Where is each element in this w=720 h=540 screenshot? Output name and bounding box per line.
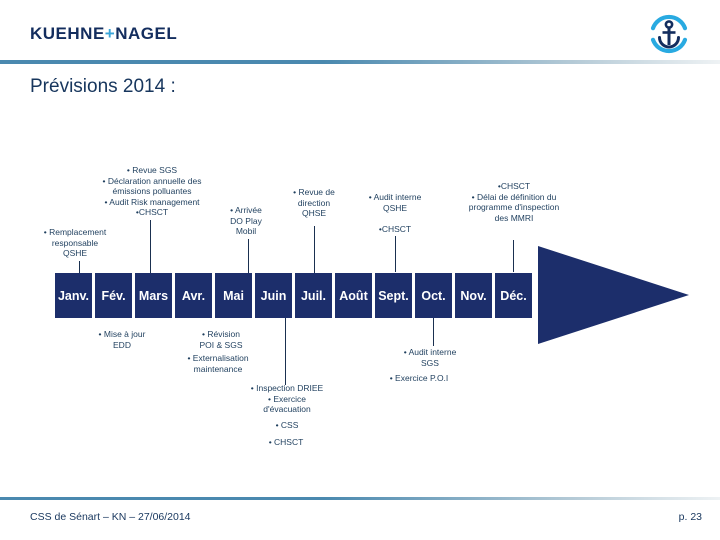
- month-aout: Août: [335, 273, 372, 318]
- connector-line: [150, 220, 151, 273]
- header-divider: [0, 60, 720, 64]
- connector-line: [395, 236, 396, 272]
- connector-line: [248, 239, 249, 273]
- month-juin: Juin: [255, 273, 292, 318]
- month-mai: Mai: [215, 273, 252, 318]
- event-chsct-mmri: •CHSCT • Délai de définition du programm…: [468, 181, 560, 223]
- footer-divider: [0, 497, 720, 500]
- event-chsct-below: • CHSCT: [268, 437, 304, 447]
- event-revue-sgs-list: • Revue SGS • Déclaration annuelle des é…: [102, 165, 202, 217]
- month-mars: Mars: [135, 273, 172, 318]
- footer-caption: CSS de Sénart – KN – 27/06/2014: [30, 511, 191, 523]
- connector-line: [285, 318, 286, 385]
- event-exercice-poi: • Exercice P.O.I: [389, 373, 449, 383]
- event-audit-interne-sgs: • Audit interne SGS: [403, 347, 457, 368]
- logo-kuehne: KUEHNE: [30, 24, 105, 43]
- slide-title: Prévisions 2014 :: [30, 76, 176, 97]
- month-nov: Nov.: [455, 273, 492, 318]
- month-avr: Avr.: [175, 273, 212, 318]
- timeline-arrow-icon: [538, 246, 689, 344]
- page-number: p. 23: [678, 511, 702, 523]
- logo-plus: +: [104, 24, 116, 43]
- connector-line: [314, 226, 315, 273]
- month-juil: Juil.: [295, 273, 332, 318]
- timeline: Janv. Fév. Mars Avr. Mai Juin Juil. Août…: [55, 273, 532, 318]
- kuehne-nagel-logo: KUEHNE+NAGEL: [30, 24, 177, 44]
- event-externalisation: • Externalisation maintenance: [187, 353, 249, 374]
- connector-line: [79, 261, 80, 273]
- event-css: • CSS: [275, 420, 299, 430]
- month-janv: Janv.: [55, 273, 92, 318]
- event-arrivee-do: • Arrivée DO Play Mobil: [230, 205, 262, 236]
- connector-line: [513, 240, 514, 272]
- anchor-icon: [646, 11, 692, 57]
- month-fev: Fév.: [95, 273, 132, 318]
- month-sept: Sept.: [375, 273, 412, 318]
- event-remplacement-qshe: • Remplacement responsable QSHE: [43, 227, 107, 258]
- month-oct: Oct.: [415, 273, 452, 318]
- month-dec: Déc.: [495, 273, 532, 318]
- logo-nagel: NAGEL: [115, 24, 178, 43]
- event-revision-poi-sgs: • Révision POI & SGS: [199, 329, 243, 350]
- event-inspection-driee: • Inspection DRIEE • Exercice d'évacuati…: [250, 383, 324, 414]
- event-audit-interne-qshe: • Audit interne QSHE •CHSCT: [368, 192, 422, 234]
- event-mise-a-jour-edd: • Mise à jour EDD: [98, 329, 146, 350]
- event-revue-direction: • Revue de direction QHSE: [293, 187, 335, 218]
- connector-line: [433, 318, 434, 346]
